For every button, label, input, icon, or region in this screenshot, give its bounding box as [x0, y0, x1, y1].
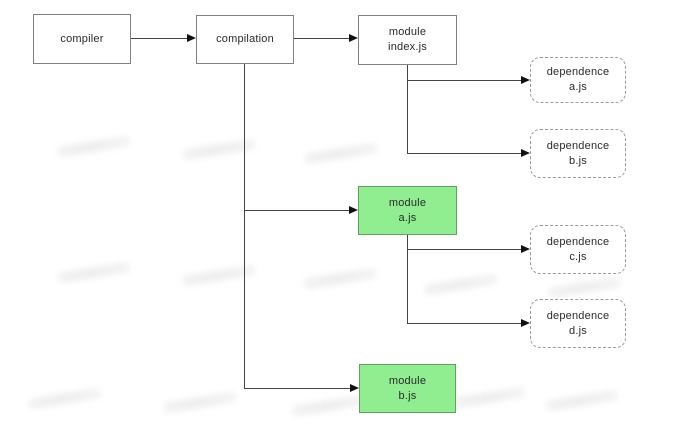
- edge-module-index-dep-b: [407, 153, 521, 154]
- node-module-b: module b.js: [359, 364, 456, 413]
- edge-module-index-trunk: [407, 65, 408, 154]
- node-compiler: compiler: [33, 14, 131, 64]
- node-label: a.js: [398, 211, 417, 224]
- node-label: b.js: [398, 389, 417, 402]
- node-label: c.js: [569, 250, 587, 263]
- arrowhead-icon: [521, 245, 530, 253]
- edge-module-index-dep-a: [407, 80, 521, 81]
- watermark-smudge: [27, 387, 103, 410]
- arrowhead-icon: [349, 34, 358, 42]
- watermark-smudge: [302, 267, 378, 290]
- watermark-smudge: [423, 273, 499, 296]
- watermark-smudge: [544, 389, 620, 412]
- node-label: dependence: [546, 139, 610, 152]
- watermark-smudge: [56, 135, 132, 158]
- node-label: module: [388, 26, 427, 39]
- node-label: compiler: [60, 32, 104, 45]
- node-label: dependence: [546, 235, 610, 248]
- watermark-smudge: [162, 391, 238, 414]
- node-dependence-d: dependence d.js: [530, 299, 626, 348]
- edge-compilation-trunk: [244, 64, 245, 389]
- edge-compilation-module-b: [244, 388, 350, 389]
- watermark-smudge: [547, 276, 623, 299]
- node-dependence-a: dependence a.js: [530, 57, 626, 103]
- watermark-smudge: [181, 138, 257, 161]
- watermark-smudge: [291, 394, 367, 417]
- watermark-smudge: [451, 386, 527, 409]
- edge-module-a-dep-c: [407, 249, 521, 250]
- node-label: a.js: [569, 81, 587, 93]
- edge-module-a-trunk: [407, 235, 408, 324]
- edge-compilation-module-index: [294, 38, 349, 39]
- node-label: dependence: [546, 309, 610, 322]
- edge-module-a-dep-d: [407, 323, 521, 324]
- arrowhead-icon: [521, 319, 530, 327]
- node-dependence-b: dependence b.js: [530, 129, 626, 178]
- edge-compilation-module-a: [244, 210, 349, 211]
- node-label: d.js: [569, 324, 587, 337]
- watermark-smudge: [56, 261, 132, 284]
- arrowhead-icon: [187, 34, 196, 42]
- node-label: compilation: [216, 33, 274, 46]
- node-compilation: compilation: [196, 15, 294, 64]
- node-module-a: module a.js: [358, 186, 457, 235]
- arrowhead-icon: [350, 384, 359, 392]
- node-label: b.js: [569, 154, 587, 167]
- node-label: module: [388, 196, 427, 209]
- node-module-index: module index.js: [358, 15, 457, 65]
- node-label: module: [388, 374, 427, 387]
- node-dependence-c: dependence c.js: [530, 225, 626, 274]
- arrowhead-icon: [521, 76, 530, 84]
- watermark-smudge: [181, 264, 257, 287]
- node-label: index.js: [388, 41, 427, 53]
- edge-compiler-compilation: [131, 38, 188, 39]
- watermark-smudge: [303, 142, 379, 165]
- node-label: dependence: [546, 66, 610, 79]
- arrowhead-icon: [521, 149, 530, 157]
- arrowhead-icon: [349, 206, 358, 214]
